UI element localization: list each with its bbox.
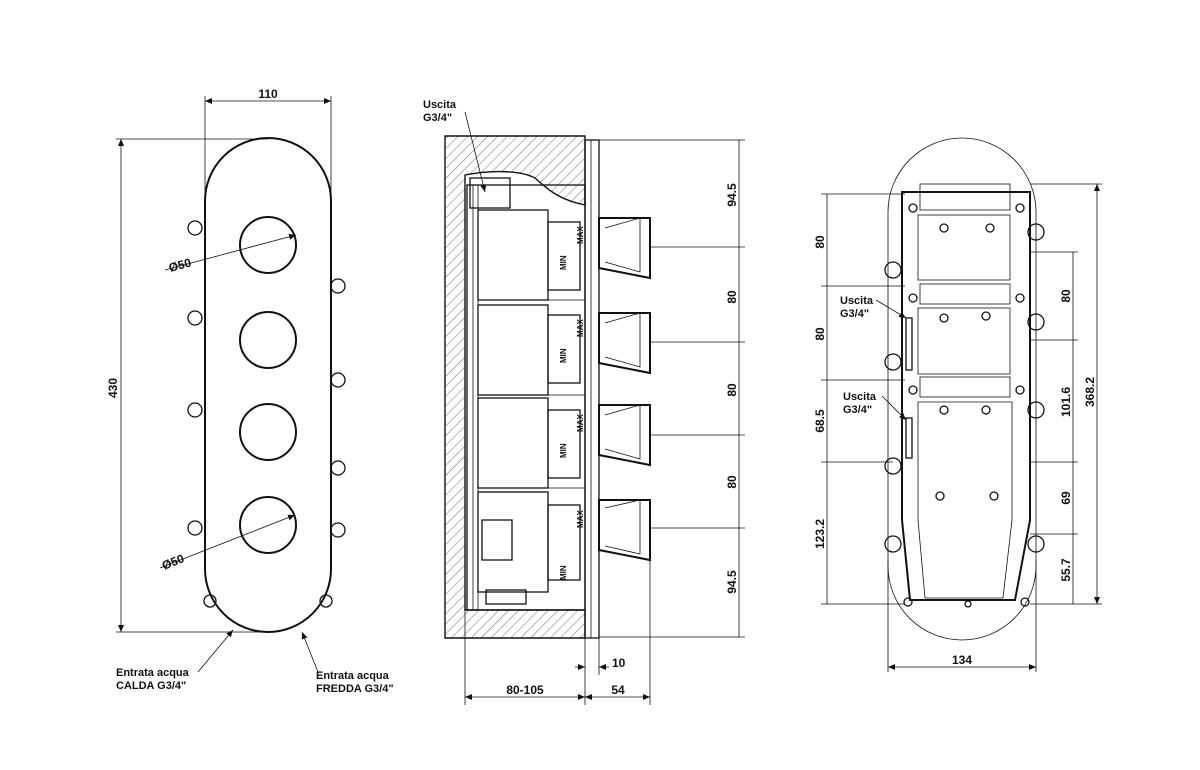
min-label-2: MIN [559,348,568,363]
dim-back-right-3: 69 [1059,491,1073,505]
dim-side-4: 80 [725,475,739,489]
dim-back-left-2: 80 [813,327,827,341]
dim-total-height: 368.2 [1083,377,1097,407]
side-outlet-label-1: Uscita [423,99,457,111]
handle-hole-3 [239,403,297,461]
dim-side-5: 94.5 [725,570,739,594]
dim-protrusion-label: 54 [611,683,625,697]
back-outlet2-label-1: Uscita [843,391,877,403]
back-screws [903,203,1030,608]
dim-side-1: 94.5 [725,183,739,207]
side-handles [598,217,651,562]
dim-plate-label: 10 [612,656,626,670]
back-outlet1-label-1: Uscita [840,295,874,307]
diameter-top-label: Ø50 [167,255,193,274]
dim-back-left-3: 68.5 [813,409,827,433]
cold-inlet-label-1: Entrata acqua [316,670,390,682]
max-label-1: MAX [576,226,585,244]
valve-body [466,177,586,611]
dim-back-left-4: 123.2 [813,519,827,549]
dim-back-right-2: 101.6 [1059,387,1073,417]
handle-hole-4 [239,496,297,554]
max-label-3: MAX [576,414,585,432]
cover-plate [584,139,600,639]
back-plate-outline [887,137,1037,641]
side-dims-right: 94.5 80 80 80 94.5 [599,139,745,638]
dim-back-left-1: 80 [813,235,827,249]
hot-inlet-label-1: Entrata acqua [116,667,190,679]
dim-width-label: 110 [258,87,278,101]
handle-hole-2 [239,311,297,369]
front-mounting-lugs [187,220,346,608]
max-label-4: MAX [576,510,585,528]
dim-depth-label: 80-105 [506,683,544,697]
min-label-1: MIN [559,255,568,270]
hot-inlet-label-2: CALDA G3/4" [116,680,186,692]
dim-back-right-4: 55.7 [1059,558,1073,582]
front-plate [204,137,332,633]
dim-height-label: 430 [106,378,120,398]
side-view: MIN MAX MIN MAX MIN MAX MIN MAX 94.5 [423,99,745,705]
front-view: 110 430 Ø50 Ø50 Entrata acqua CALDA G3/4… [106,87,394,695]
dim-width-110: 110 [204,87,332,200]
dim-back-width-label: 134 [952,653,972,667]
dim-diameter-top: Ø50 [164,233,297,275]
dim-side-2: 80 [725,290,739,304]
min-label-3: MIN [559,443,568,458]
max-label-2: MAX [576,319,585,337]
dim-back-right-1: 80 [1059,289,1073,303]
dim-height-430: 430 [106,138,268,633]
back-outlet1-label-2: G3/4" [840,308,869,320]
dim-side-3: 80 [725,383,739,397]
back-dims-left: 80 80 68.5 123.2 [813,193,905,605]
min-label-4: MIN [559,565,568,580]
back-lugs [884,223,1045,553]
side-outlet-label-2: G3/4" [423,112,452,124]
back-view: 80 80 68.5 123.2 80 101.6 69 55.7 368.2 [813,137,1102,672]
back-dims-right: 80 101.6 69 55.7 368.2 [1030,183,1102,605]
cold-inlet-label-2: FREDDA G3/4" [316,683,394,695]
back-dim-width: 134 [887,560,1037,672]
wall-section [444,135,586,639]
diameter-bottom-label: Ø50 [160,551,187,573]
min-max-labels: MIN MAX MIN MAX MIN MAX MIN MAX [559,226,585,580]
side-dims-bottom: 80-105 54 10 [464,560,651,705]
back-outlet2-label-2: G3/4" [843,404,872,416]
handle-hole-1 [239,216,297,274]
dim-diameter-bottom: Ø50 [159,514,296,573]
back-frame [901,191,1031,601]
